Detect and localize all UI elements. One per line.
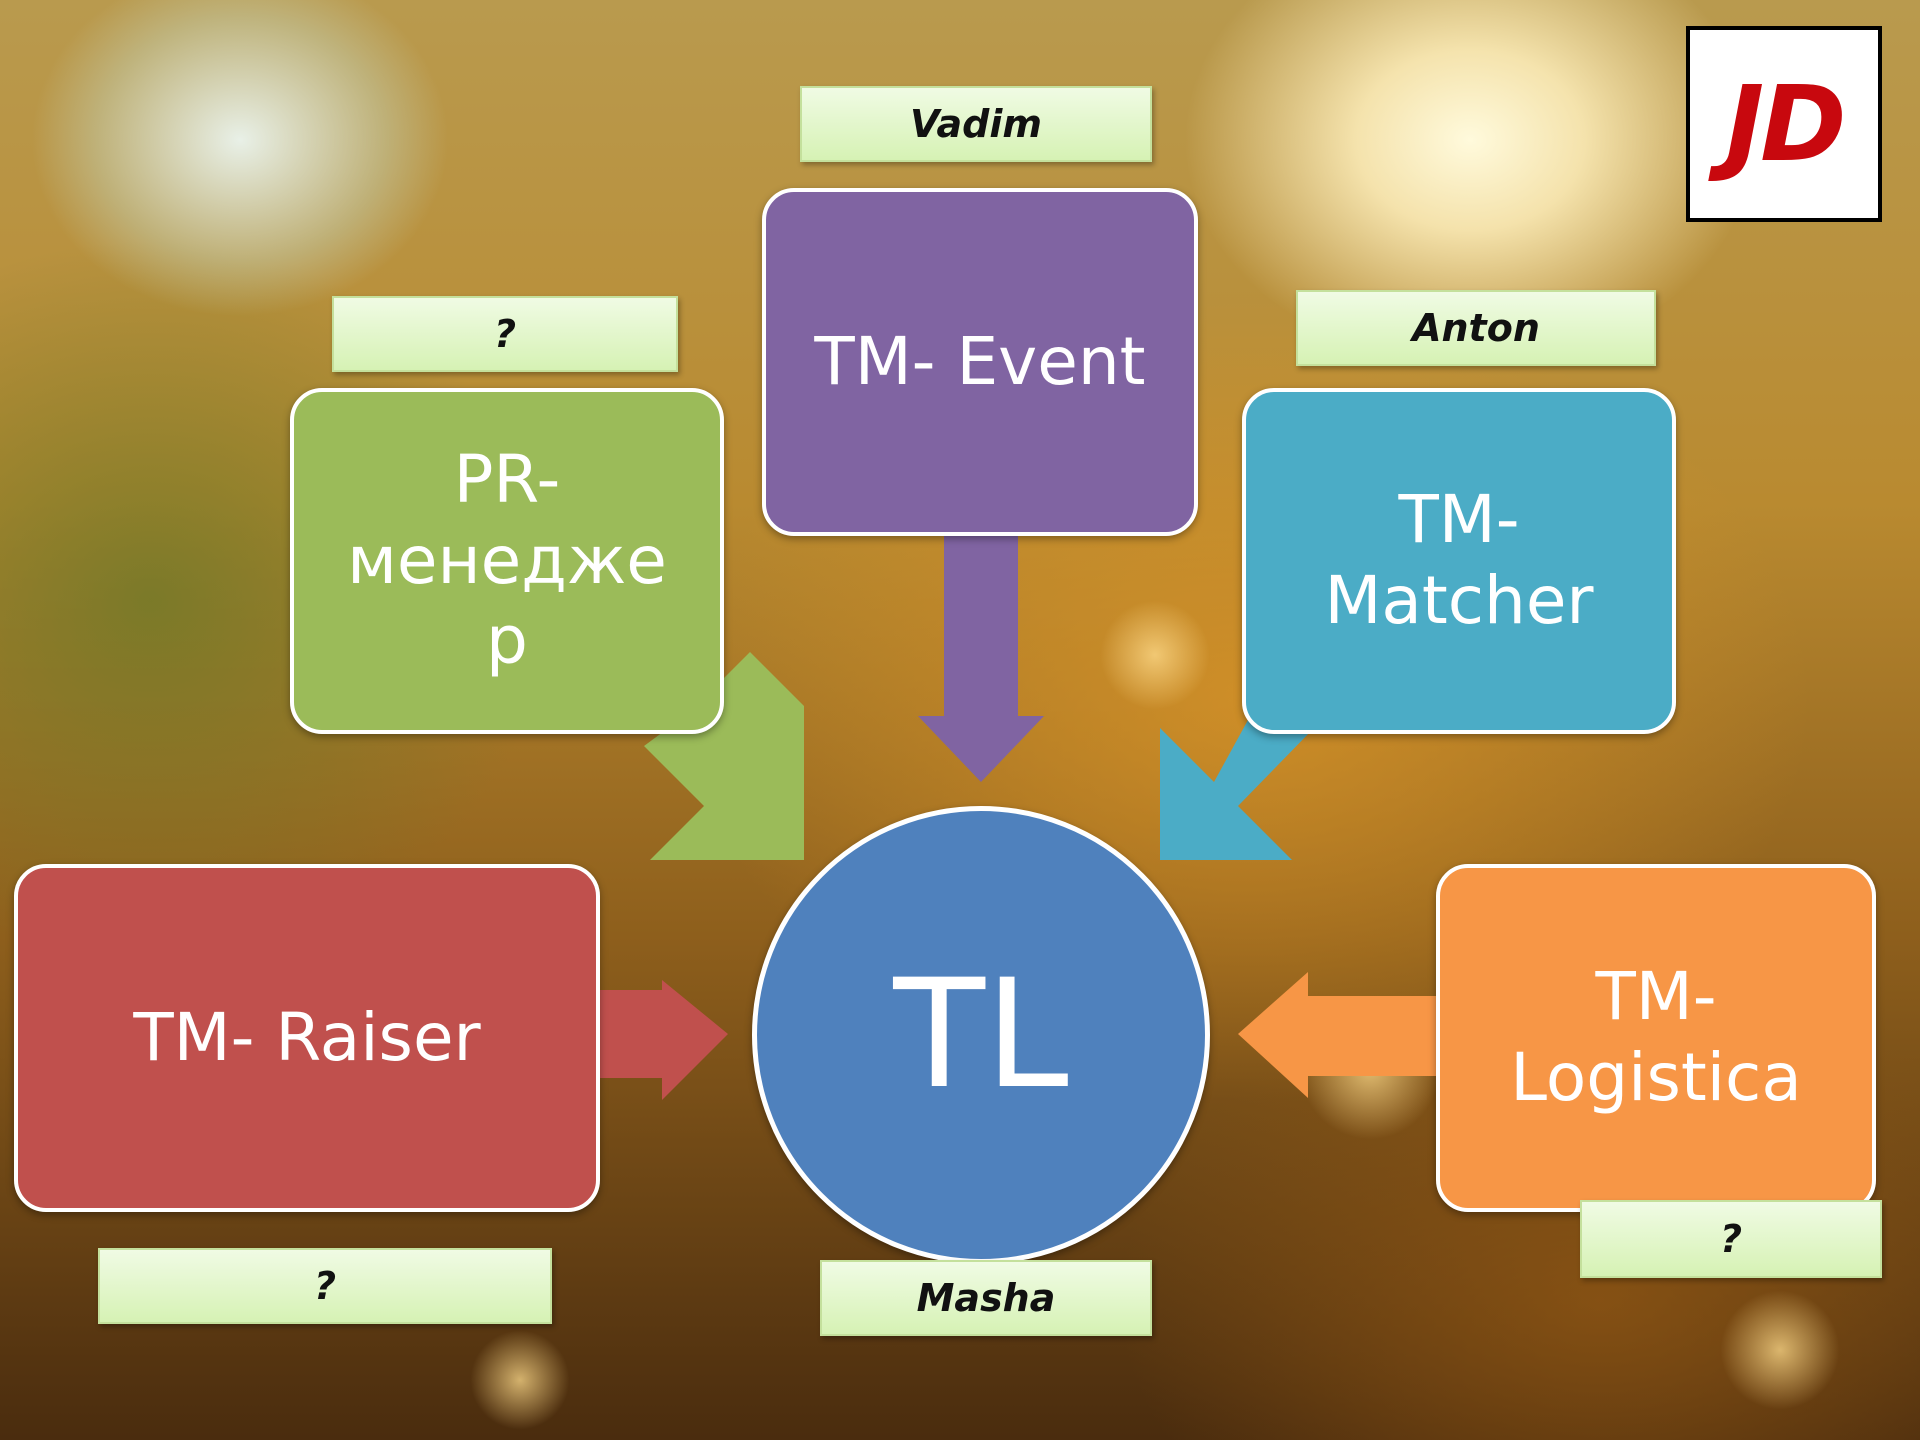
event-owner-label: Vadim <box>800 86 1152 162</box>
tm-logistica-node: TM- Logistica <box>1436 864 1876 1212</box>
bokeh-light <box>1100 600 1210 710</box>
tm-event-node: TM- Event <box>762 188 1198 536</box>
tm-event-label: TM- Event <box>814 322 1146 400</box>
logistica-line-2: Logistica <box>1510 1039 1802 1116</box>
tm-raiser-node: TM- Raiser <box>14 864 600 1212</box>
pr-owner-label: ? <box>332 296 678 372</box>
jd-logo: JD <box>1686 26 1882 222</box>
matcher-line-1: TM- <box>1398 481 1520 559</box>
bokeh-light <box>1720 1290 1840 1410</box>
arrow-matcher-to-tl <box>1160 720 1312 860</box>
logistica-owner-label: ? <box>1580 1200 1882 1278</box>
team-lead-node: TL <box>752 806 1210 1264</box>
pr-manager-text: PR- менедже р <box>347 440 667 682</box>
logistica-line-1: TM- <box>1595 958 1717 1036</box>
pr-line-2: менедже <box>347 521 667 599</box>
arrow-pr-to-tl <box>644 652 804 860</box>
raiser-owner-label: ? <box>98 1248 552 1324</box>
matcher-owner-label: Anton <box>1296 290 1656 366</box>
pr-manager-node: PR- менедже р <box>290 388 724 734</box>
matcher-line-2: Matcher <box>1324 562 1594 639</box>
tm-raiser-label: TM- Raiser <box>133 998 481 1076</box>
team-lead-label: TL <box>893 948 1069 1122</box>
pr-line-1: PR- <box>453 441 561 519</box>
tm-matcher-node: TM- Matcher <box>1242 388 1676 734</box>
bokeh-light <box>470 1330 570 1430</box>
pr-line-3: р <box>486 602 528 680</box>
team-lead-owner-label: Masha <box>820 1260 1152 1336</box>
tm-matcher-text: TM- Matcher <box>1324 480 1593 641</box>
tm-logistica-text: TM- Logistica <box>1510 957 1802 1118</box>
arrow-event-to-tl <box>918 536 1044 782</box>
arrow-raiser-to-tl <box>600 980 728 1100</box>
arrow-logistica-to-tl <box>1238 972 1436 1098</box>
